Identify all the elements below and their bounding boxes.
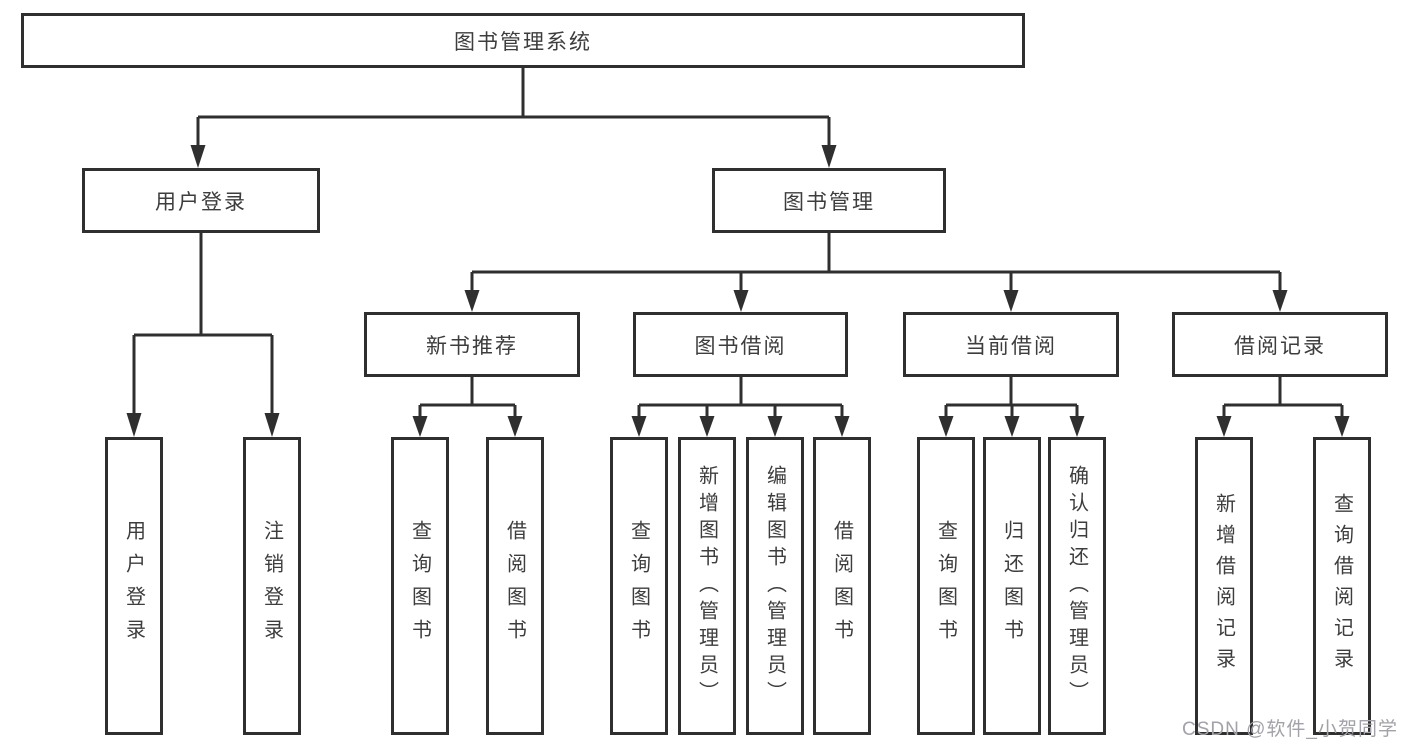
node-leaf-user-login: 用户登录	[105, 437, 163, 735]
node-current-borrow-label: 当前借阅	[965, 334, 1057, 358]
node-leaf-return-book: 归还图书	[983, 437, 1041, 735]
node-borrow-records: 借阅记录	[1172, 312, 1388, 377]
node-library-system: 图书管理系统	[21, 13, 1025, 68]
node-borrow-records-label: 借阅记录	[1234, 334, 1326, 358]
node-book-borrow-label: 图书借阅	[694, 334, 787, 358]
node-leaf-edit-book-admin: 编辑图书（管理员）	[746, 437, 804, 735]
csdn-watermark: CSDN @软件_小贺同学	[1182, 719, 1398, 740]
node-current-borrow: 当前借阅	[903, 312, 1119, 377]
node-leaf-logout: 注销登录	[243, 437, 301, 735]
node-user-login: 用户登录	[82, 168, 320, 233]
node-user-login-label: 用户登录	[155, 190, 247, 214]
node-leaf-query-borrow-record: 查询借阅记录	[1313, 437, 1371, 735]
node-leaf-borrow-books-1: 借阅图书	[486, 437, 544, 735]
node-library-system-label: 图书管理系统	[454, 30, 592, 54]
node-leaf-borrow-books-2: 借阅图书	[813, 437, 871, 735]
node-book-borrow: 图书借阅	[633, 312, 848, 377]
node-leaf-add-borrow-record: 新增借阅记录	[1195, 437, 1253, 735]
node-leaf-query-books-1: 查询图书	[391, 437, 449, 735]
node-new-book-recommend: 新书推荐	[364, 312, 580, 377]
node-new-book-recommend-label: 新书推荐	[426, 334, 518, 358]
node-leaf-query-books-3: 查询图书	[917, 437, 975, 735]
node-book-management: 图书管理	[712, 168, 946, 233]
arrowhead-icons	[126, 145, 1350, 437]
node-leaf-confirm-return-admin: 确认归还（管理员）	[1048, 437, 1106, 735]
node-book-management-label: 图书管理	[783, 190, 875, 214]
node-leaf-add-book-admin: 新增图书（管理员）	[678, 437, 736, 735]
node-leaf-query-books-2: 查询图书	[610, 437, 668, 735]
